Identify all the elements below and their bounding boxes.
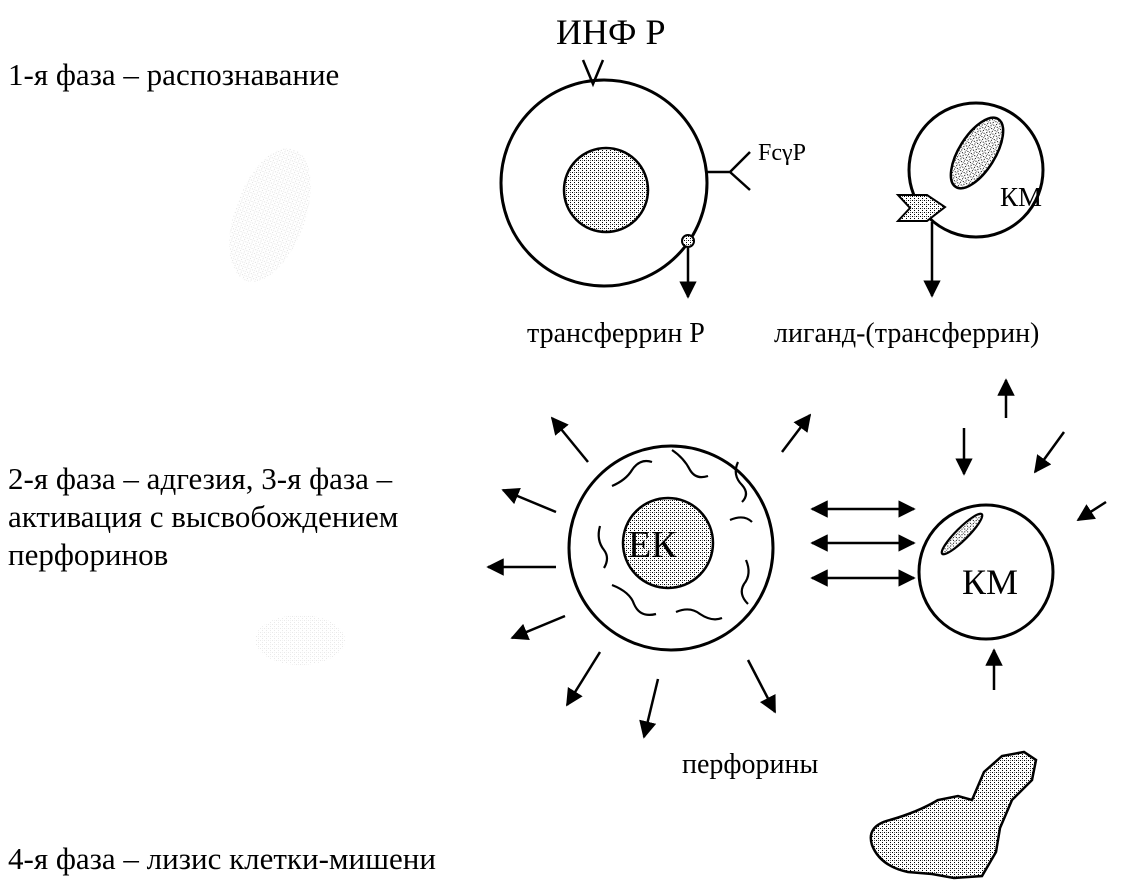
target-cell-mid-label: КМ [962, 562, 1018, 602]
lysed-cell [871, 752, 1036, 878]
effector-cell-nucleus [564, 148, 648, 232]
scan-speckle [213, 137, 345, 665]
adhesion-arrows [812, 509, 914, 578]
perforins-label: перфорины [682, 749, 819, 780]
ligand-label: лиганд-(трансферрин) [774, 318, 1039, 349]
lysed-cell-shape [871, 752, 1036, 878]
fc-receptor-label: FcγP [758, 140, 806, 166]
nk-cell-label: ЕК [628, 524, 677, 566]
effector-cell-phase1 [501, 80, 707, 286]
inf-receptor-label: ИНФ Р [556, 12, 665, 52]
transferrin-receptor-label: трансферрин Р [527, 318, 705, 349]
fc-receptor-icon [706, 152, 750, 190]
target-cell-top-label: КМ [1000, 182, 1042, 212]
transferrin-receptor-icon [682, 235, 694, 297]
ligand-icon [898, 195, 945, 296]
